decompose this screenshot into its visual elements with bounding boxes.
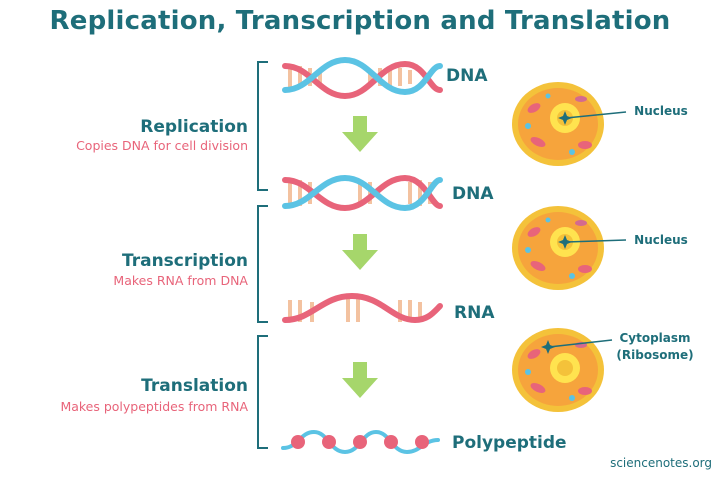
arrow-down-2 [342,234,378,270]
dna-helix-1 [282,56,443,100]
cell-label-1-line1: Nucleus [634,104,688,118]
cell-label-3: Cytoplasm (Ribosome) [612,330,698,364]
credit-text: sciencenotes.org [610,456,712,470]
brackets [257,61,268,449]
molecule-label-dna-1: DNA [446,66,488,86]
arrow-down-1 [342,116,378,152]
cell-label-3-line2: (Ribosome) [616,348,694,362]
stage-desc-replication: Copies DNA for cell division [76,138,248,153]
rna-strand [282,292,443,324]
arrows [342,116,378,398]
stage-name-translation: Translation [141,376,248,396]
stage-desc-translation: Makes polypeptides from RNA [60,399,248,414]
cell-label-1: Nucleus [626,103,696,120]
bracket-replication [257,61,268,191]
molecule-label-dna-2: DNA [452,184,494,204]
polypeptide-chain [281,429,440,455]
page-title: Replication, Transcription and Translati… [49,6,671,36]
bracket-translation [257,335,268,449]
stage-name-transcription: Transcription [122,251,248,271]
cell-3 [512,328,613,412]
dna-helix-2 [282,174,443,212]
stage-name-replication: Replication [140,117,248,137]
cell-label-2-line1: Nucleus [634,233,688,247]
bracket-transcription [257,205,268,323]
molecule-label-rna: RNA [454,303,495,323]
cell-2 [512,206,627,290]
cell-label-2: Nucleus [626,232,696,249]
cell-label-3-line1: Cytoplasm [619,331,691,345]
stage-desc-transcription: Makes RNA from DNA [113,273,248,288]
molecule-label-polypeptide: Polypeptide [452,433,567,453]
arrow-down-3 [342,362,378,398]
cell-1 [512,82,627,166]
